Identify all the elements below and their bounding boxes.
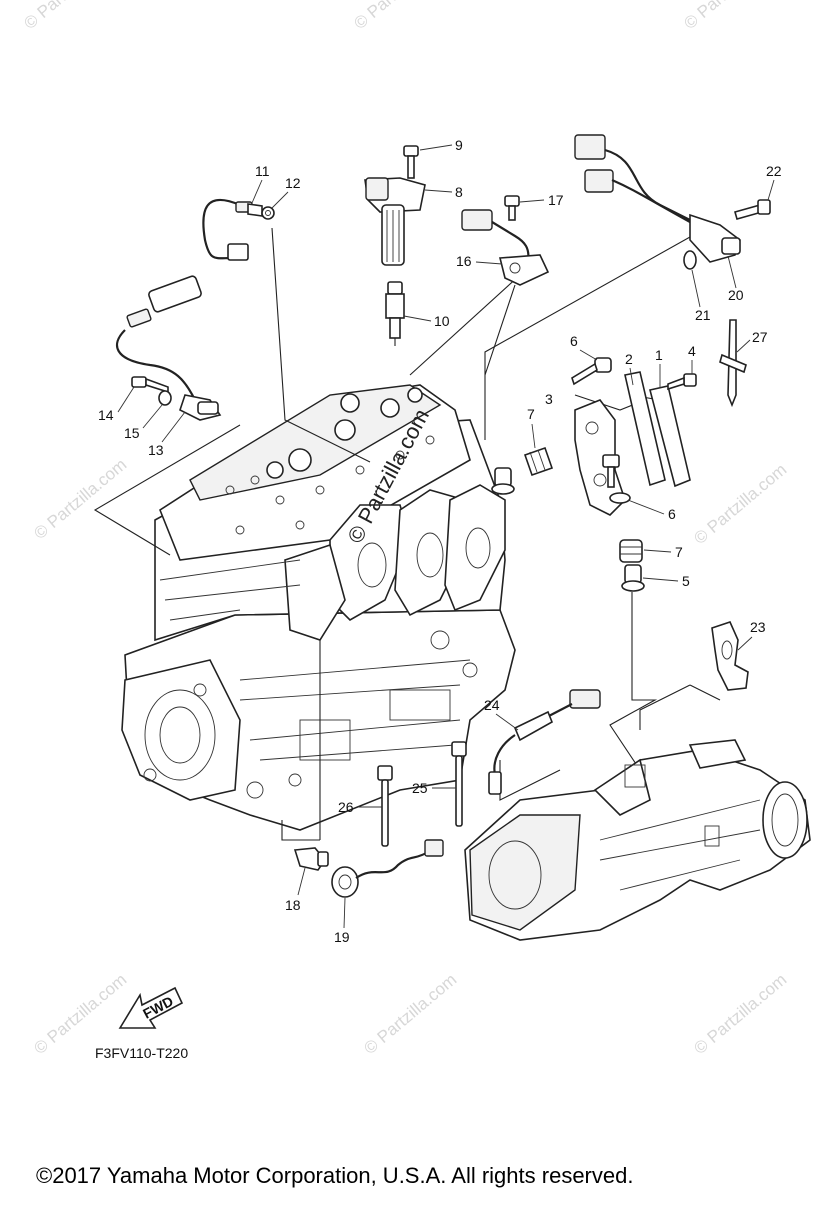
engine-block — [121, 384, 516, 840]
leader-lines — [93, 227, 721, 841]
callout-4[interactable]: 4 — [688, 343, 696, 359]
callout-13[interactable]: 13 — [148, 442, 164, 458]
bolt-22[interactable] — [734, 199, 771, 220]
svg-text:© Partzilla.com: © Partzilla.com — [20, 0, 120, 33]
callout-5[interactable]: 5 — [682, 573, 690, 589]
grommet-7-lower[interactable] — [619, 539, 643, 563]
callout-20[interactable]: 20 — [728, 287, 744, 303]
callout-18[interactable]: 18 — [285, 897, 301, 913]
callout-6-upper[interactable]: 6 — [570, 333, 578, 349]
callout-6-lower[interactable]: 6 — [668, 506, 676, 522]
o-ring-15[interactable] — [158, 390, 172, 406]
callout-16[interactable]: 16 — [456, 253, 472, 269]
callout-11[interactable]: 11 — [255, 163, 270, 179]
gasket-12[interactable] — [261, 206, 275, 220]
callout-7-upper[interactable]: 7 — [527, 406, 535, 422]
copyright-notice: ©2017 Yamaha Motor Corporation, U.S.A. A… — [36, 1163, 634, 1188]
sensor-20-harness[interactable] — [574, 134, 741, 263]
svg-text:© Partzilla.com: © Partzilla.com — [690, 460, 790, 548]
callout-15[interactable]: 15 — [124, 425, 140, 441]
cable-tie-27[interactable] — [719, 319, 747, 408]
plate-2[interactable] — [624, 371, 666, 487]
callout-26[interactable]: 26 — [338, 799, 354, 815]
svg-text:© Partzilla.com: © Partzilla.com — [690, 970, 790, 1058]
svg-text:© Partzilla.com: © Partzilla.com — [360, 970, 460, 1058]
grommet-7-upper[interactable] — [523, 446, 554, 477]
cable-tie-26[interactable] — [377, 765, 393, 847]
callout-1[interactable]: 1 — [655, 347, 663, 363]
callout-3[interactable]: 3 — [545, 391, 553, 407]
fwd-arrow-icon: FWD — [118, 986, 184, 1029]
sensor-18[interactable] — [293, 847, 329, 871]
bolt-4[interactable] — [667, 373, 697, 391]
bolt-6-lower[interactable] — [602, 454, 631, 504]
callout-12[interactable]: 12 — [285, 175, 301, 191]
o-ring-21[interactable] — [683, 250, 697, 270]
sensor-16[interactable] — [461, 209, 550, 286]
svg-text:© Partzilla.com: © Partzilla.com — [350, 0, 450, 33]
callout-9[interactable]: 9 — [455, 137, 463, 153]
collar-5-upper[interactable] — [491, 467, 515, 495]
bolt-9[interactable] — [403, 145, 419, 179]
callout-10[interactable]: 10 — [434, 313, 450, 329]
exhaust-pipe — [464, 739, 811, 941]
callout-23[interactable]: 23 — [750, 619, 766, 635]
callout-2[interactable]: 2 — [625, 351, 633, 367]
callout-14[interactable]: 14 — [98, 407, 114, 423]
callout-25[interactable]: 25 — [412, 780, 428, 796]
plate-1[interactable] — [649, 385, 691, 488]
callout-19[interactable]: 19 — [334, 929, 350, 945]
ignition-coil-8[interactable] — [364, 177, 426, 266]
spark-plug-10[interactable] — [385, 281, 405, 346]
bolt-17[interactable] — [504, 195, 520, 221]
callout-7-lower[interactable]: 7 — [675, 544, 683, 560]
knock-sensor-19[interactable] — [331, 839, 444, 898]
sensor-13[interactable] — [115, 275, 222, 421]
svg-text:© Partzilla.com: © Partzilla.com — [30, 455, 130, 543]
callout-labels: 1 2 3 4 5 6 6 7 7 8 9 10 11 12 13 14 15 … — [98, 137, 782, 945]
collar-5[interactable] — [621, 564, 645, 592]
bolt-14[interactable] — [131, 376, 169, 394]
diagram-code: F3FV110-T220 — [95, 1045, 189, 1061]
cable-tie-25[interactable] — [451, 741, 467, 827]
sensor-11[interactable] — [202, 198, 263, 261]
callout-22[interactable]: 22 — [766, 163, 782, 179]
sensor-24[interactable] — [488, 689, 601, 795]
callout-27[interactable]: 27 — [752, 329, 768, 345]
callout-21[interactable]: 21 — [695, 307, 711, 323]
callout-24[interactable]: 24 — [484, 697, 500, 713]
clamp-23[interactable] — [711, 621, 749, 691]
svg-text:© Partzilla.com: © Partzilla.com — [680, 0, 780, 33]
callout-8[interactable]: 8 — [455, 184, 463, 200]
callout-17[interactable]: 17 — [548, 192, 564, 208]
bolt-6-upper[interactable] — [571, 357, 612, 386]
